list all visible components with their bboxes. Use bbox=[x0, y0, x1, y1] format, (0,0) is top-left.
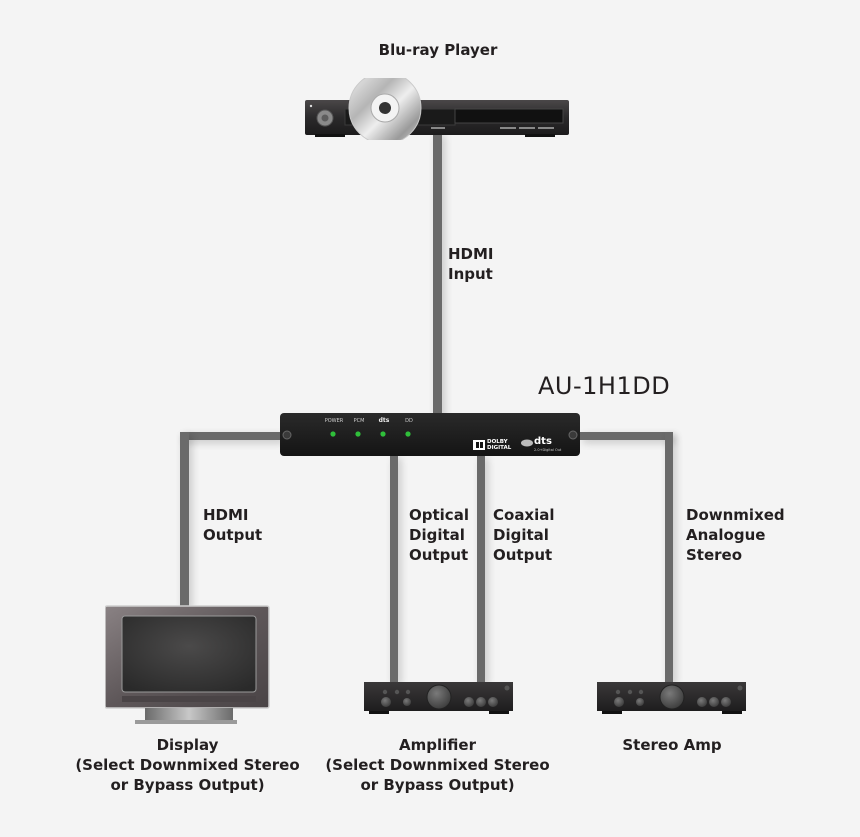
dts-indicator-label: dts bbox=[378, 417, 390, 424]
analogue-output-cable-horizontal bbox=[580, 432, 672, 440]
optical-output-cable bbox=[390, 455, 398, 683]
analogue-output-cable-vertical bbox=[665, 432, 673, 683]
dts-logo-subtitle: 2.0+Digital Out bbox=[534, 448, 562, 452]
downmixed-analogue-stereo-label: Downmixed Analogue Stereo bbox=[686, 506, 785, 564]
hdmi-input-cable bbox=[433, 132, 442, 417]
blu-ray-player bbox=[305, 78, 570, 140]
au-1h1dd-converter: POWER PCM dts DD DOLBY DIGITAL dts 2.0+D… bbox=[280, 413, 580, 457]
led-dd-indicator bbox=[405, 431, 411, 437]
led-pcm-indicator bbox=[355, 431, 361, 437]
coaxial-output-cable bbox=[477, 455, 485, 683]
amplifier-device bbox=[364, 682, 514, 716]
hdmi-output-cable-horizontal bbox=[180, 432, 282, 440]
model-name: AU-1H1DD bbox=[538, 372, 671, 400]
dts-logo: dts bbox=[534, 436, 552, 447]
pcm-indicator-label: PCM bbox=[353, 418, 365, 424]
amplifier-label: Amplifier (Select Downmixed Stereo or By… bbox=[325, 736, 550, 794]
dd-indicator-label: DD bbox=[405, 418, 413, 424]
display-device bbox=[105, 604, 270, 726]
led-dts-indicator bbox=[380, 431, 386, 437]
coaxial-digital-output-label: Coaxial Digital Output bbox=[493, 506, 555, 564]
stereo-amp-label: Stereo Amp bbox=[622, 736, 722, 754]
blu-ray-player-label: Blu-ray Player bbox=[378, 41, 498, 59]
led-power-indicator bbox=[330, 431, 336, 437]
dolby-digital-logo: DOLBY DIGITAL bbox=[487, 439, 512, 451]
display-label: Display (Select Downmixed Stereo or Bypa… bbox=[75, 736, 300, 794]
hdmi-output-cable-vertical bbox=[180, 432, 189, 608]
stereo-amp-device bbox=[597, 682, 747, 716]
hdmi-output-label: HDMI Output bbox=[203, 506, 263, 544]
power-indicator-label: POWER bbox=[324, 418, 344, 424]
optical-digital-output-label: Optical Digital Output bbox=[409, 506, 469, 564]
hdmi-input-label: HDMI Input bbox=[448, 245, 494, 283]
